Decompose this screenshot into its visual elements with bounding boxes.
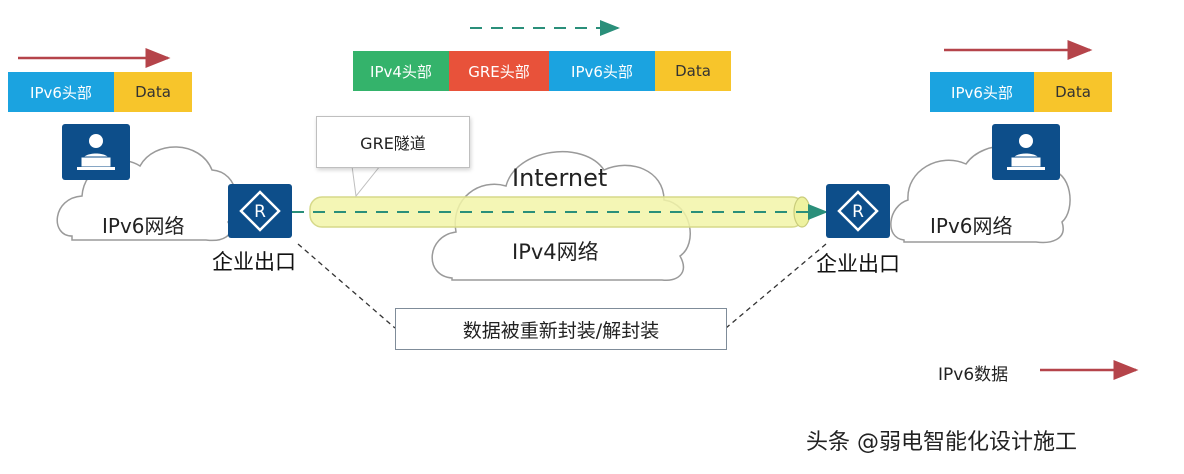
right-user-icon [992, 124, 1060, 180]
right-network-label: IPv6网络 [930, 214, 1013, 238]
gre-tunnel-callout: GRE隧道 [316, 116, 470, 168]
callout-pointer [351, 165, 382, 198]
data-block: Data [1034, 72, 1112, 112]
person-at-laptop-icon [77, 134, 115, 170]
gre-header-block: GRE头部 [449, 51, 549, 91]
right-ipv6-packet: IPv6头部 Data [930, 72, 1112, 112]
legend-ipv6-label: IPv6数据 [938, 365, 1009, 385]
right-router-icon: R [826, 184, 890, 238]
internet-title: Internet [512, 164, 608, 192]
ipv6-header-block: IPv6头部 [930, 72, 1034, 112]
data-block: Data [655, 51, 731, 91]
router-letter: R [852, 202, 864, 222]
encapsulation-note: 数据被重新封装/解封装 [395, 308, 727, 350]
left-network-label: IPv6网络 [102, 214, 185, 238]
ipv4-header-block: IPv4头部 [353, 51, 449, 91]
left-user-icon [62, 124, 130, 180]
internet-subtitle: IPv4网络 [512, 240, 599, 264]
router-diamond-icon: R [837, 190, 879, 232]
watermark: 头条 @弱电智能化设计施工 [806, 430, 1077, 455]
right-exit-label: 企业出口 [816, 252, 900, 276]
person-at-laptop-icon [1007, 134, 1045, 170]
left-exit-label: 企业出口 [212, 250, 296, 274]
data-block: Data [114, 72, 192, 112]
ipv6-header-block: IPv6头部 [549, 51, 655, 91]
router-letter: R [254, 202, 266, 222]
left-leader-line [297, 243, 396, 329]
router-diamond-icon: R [239, 190, 281, 232]
ipv6-header-block: IPv6头部 [8, 72, 114, 112]
encapsulated-packet: IPv4头部 GRE头部 IPv6头部 Data [353, 51, 731, 91]
right-leader-line [725, 243, 827, 329]
left-router-icon: R [228, 184, 292, 238]
left-ipv6-packet: IPv6头部 Data [8, 72, 192, 112]
